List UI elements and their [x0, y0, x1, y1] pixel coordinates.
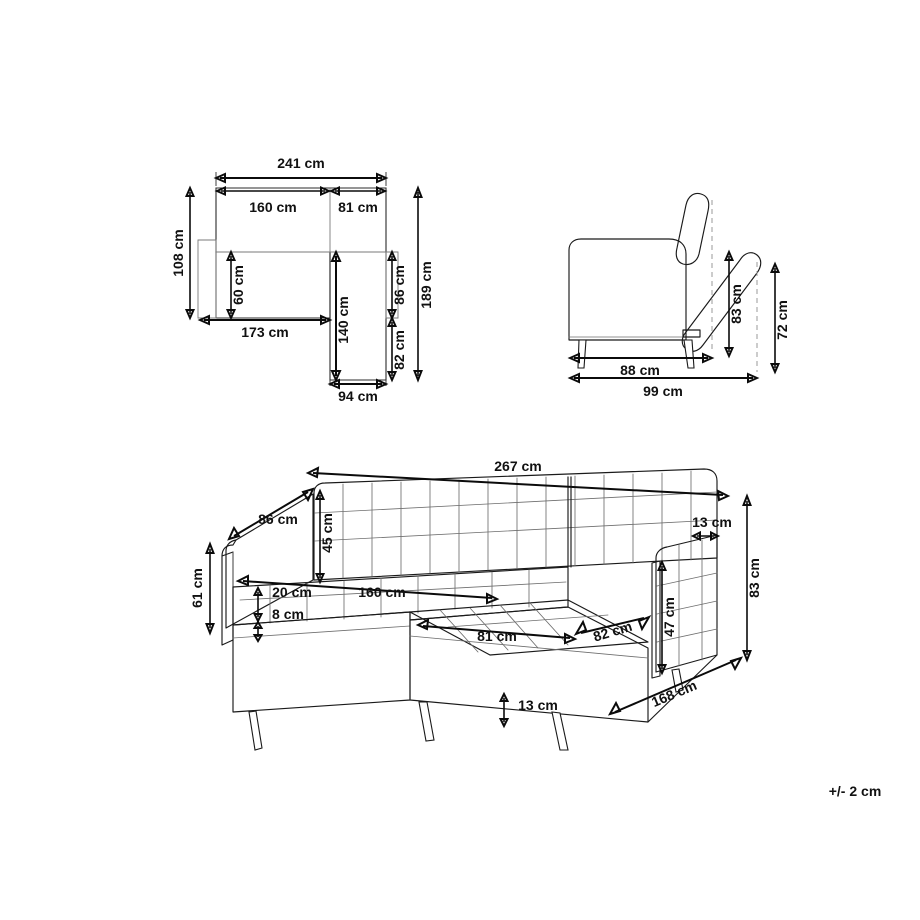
persp-chaise-front-seam [409, 635, 649, 659]
persp-right-arm-front [651, 560, 661, 679]
dim-label-side-83: 83 cm [728, 284, 744, 324]
dim-persp-86: 86 cm [227, 487, 315, 541]
dim-label-persp-160: 160 cm [358, 584, 405, 600]
dim-persp-13-arm: 13 cm [690, 514, 732, 542]
tolerance-note: +/- 2 cm [829, 783, 882, 799]
dim-label-persp-8: 8 cm [272, 606, 304, 622]
dim-persp-8: 8 cm [252, 606, 304, 643]
dim-plan-108: 108 cm [170, 185, 196, 321]
dim-label-persp-81: 81 cm [477, 628, 517, 644]
dim-persp-47: 47 cm [656, 559, 677, 676]
dim-label-persp-20: 20 cm [272, 584, 312, 600]
plan-outline [197, 187, 399, 381]
dim-label-side-72: 72 cm [774, 300, 790, 340]
dim-persp-82: 82 cm [573, 614, 652, 645]
dim-label-persp-45: 45 cm [319, 513, 335, 553]
persp-right-arm-outer [655, 534, 718, 673]
dim-label-plan-94: 94 cm [338, 388, 378, 404]
dim-label-plan-241: 241 cm [277, 155, 324, 171]
dim-label-persp-61: 61 cm [189, 568, 205, 608]
dim-label-plan-108: 108 cm [170, 229, 186, 276]
dim-plan-81: 81 cm [328, 185, 388, 215]
dim-persp-81: 81 cm [415, 618, 578, 645]
dim-plan-189: 189 cm [413, 185, 434, 383]
dim-side-83: 83 cm [723, 249, 744, 359]
dim-label-persp-13-arm: 13 cm [692, 514, 732, 530]
dim-label-plan-160: 160 cm [249, 199, 296, 215]
dim-label-plan-82: 82 cm [391, 330, 407, 370]
dim-persp-83: 83 cm [742, 493, 762, 663]
dim-side-88: 88 cm [567, 352, 715, 378]
persp-leg-2 [418, 701, 435, 742]
dim-label-plan-81: 81 cm [338, 199, 378, 215]
dim-label-plan-173: 173 cm [241, 324, 288, 340]
dim-label-plan-189: 189 cm [418, 261, 434, 308]
persp-chaise-body [409, 606, 649, 723]
dim-side-72: 72 cm [769, 261, 790, 375]
dim-plan-241: 241 cm [213, 155, 389, 186]
side-backrest-upright [675, 192, 710, 266]
dim-label-persp-83: 83 cm [746, 558, 762, 598]
dim-label-plan-140: 140 cm [335, 296, 351, 343]
dim-persp-20: 20 cm [252, 584, 312, 624]
dim-persp-45: 45 cm [314, 488, 335, 585]
dim-persp-13-leg: 13 cm [498, 691, 558, 729]
persp-right-arm-tufting [656, 539, 718, 667]
dim-plan-160: 160 cm [214, 185, 332, 215]
persp-main-front-seam [232, 625, 411, 639]
dim-label-persp-267: 267 cm [494, 458, 541, 474]
dim-label-persp-86: 86 cm [258, 511, 298, 527]
side-view-group: 88 cm 99 cm 83 cm 72 cm [567, 192, 790, 399]
dim-persp-160: 160 cm [235, 574, 500, 605]
dim-plan-86: 86 cm [386, 249, 407, 321]
dim-label-persp-47: 47 cm [661, 597, 677, 637]
dim-label-persp-13-leg: 13 cm [518, 697, 558, 713]
dim-side-99: 99 cm [567, 372, 760, 399]
persp-leg-3 [551, 711, 569, 751]
dim-persp-267: 267 cm [305, 458, 731, 502]
dim-plan-60: 60 cm [225, 249, 246, 321]
dim-label-side-99: 99 cm [643, 383, 683, 399]
side-hinge-bracket [682, 329, 701, 338]
persp-left-arm-top [225, 493, 314, 629]
side-leg-right [683, 339, 695, 369]
side-body-outline [568, 238, 687, 341]
dim-persp-61: 61 cm [189, 541, 215, 636]
plan-view-group: 241 cm 160 cm 81 cm 108 cm [170, 155, 434, 404]
dim-label-plan-60: 60 cm [230, 265, 246, 305]
persp-backrest-tufting-h [314, 491, 718, 542]
dim-plan-82: 82 cm [386, 315, 407, 383]
persp-leg-4 [671, 668, 684, 693]
dim-plan-140: 140 cm [330, 249, 351, 383]
persp-left-arm-front [221, 551, 234, 646]
persp-left-arm-edge [221, 539, 237, 557]
dim-label-side-88: 88 cm [620, 362, 660, 378]
dim-label-plan-86: 86 cm [391, 265, 407, 305]
persp-backrest-tufting-v [342, 470, 692, 579]
dim-plan-173: 173 cm [197, 314, 333, 340]
persp-leg-1 [248, 710, 263, 751]
perspective-view-group: 267 cm 86 cm 45 cm 61 cm [189, 458, 762, 751]
dim-plan-94: 94 cm [327, 378, 389, 404]
persp-backrest-panel [313, 468, 718, 581]
